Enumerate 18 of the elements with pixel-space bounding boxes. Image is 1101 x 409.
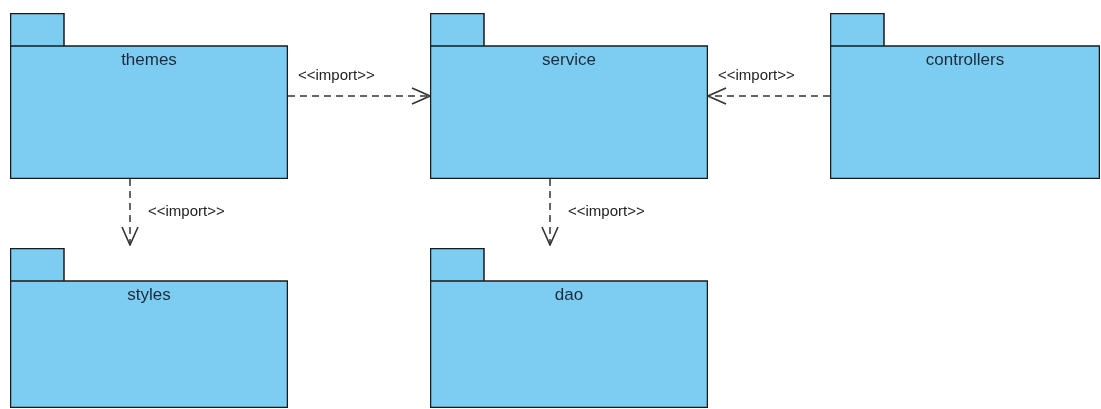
edge-label: <<import>>: [296, 66, 377, 83]
package-name: styles: [127, 285, 171, 305]
package-name: controllers: [925, 50, 1005, 70]
package-name: service: [542, 50, 596, 70]
package-symbol: [830, 13, 1100, 179]
edge-label: <<import>>: [566, 202, 647, 219]
dependency-arrow: [707, 87, 831, 105]
dependency-arrow: [541, 178, 559, 246]
package-name: themes: [121, 50, 177, 70]
package-name: dao: [554, 285, 584, 305]
package-symbol: [430, 13, 708, 179]
edge-label: <<import>>: [146, 202, 227, 219]
package-symbol: [10, 13, 288, 179]
dependency-arrow: [121, 178, 139, 246]
package-symbol: [430, 248, 708, 408]
dependency-arrow: [287, 87, 431, 105]
package-symbol: [10, 248, 288, 408]
edge-label: <<import>>: [716, 66, 797, 83]
